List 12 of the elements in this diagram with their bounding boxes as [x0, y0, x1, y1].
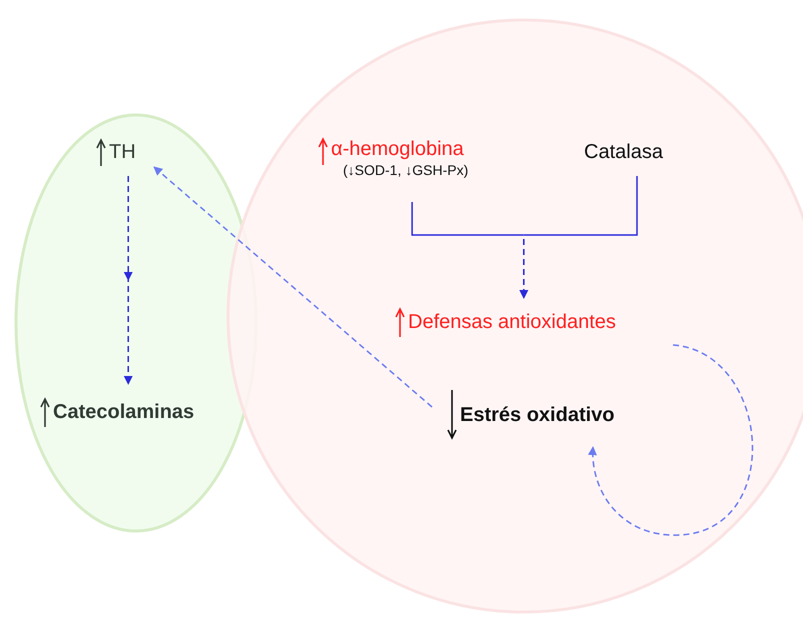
- arrow: [153, 166, 432, 408]
- node-label: Catalasa: [584, 140, 663, 164]
- arrow: [588, 344, 753, 536]
- node-label: Catecolaminas: [53, 400, 194, 424]
- node-label: Defensas antioxidantes: [408, 310, 616, 334]
- node-sublabel: (↓SOD-1, ↓GSH-Px): [342, 162, 468, 180]
- arrow: [124, 176, 132, 385]
- node-label: α-hemoglobina: [331, 137, 465, 162]
- arrow: [519, 176, 638, 299]
- circle-region: [226, 18, 803, 614]
- node-label: Estrés oxidativo: [460, 402, 615, 428]
- node-label: TH: [109, 140, 136, 164]
